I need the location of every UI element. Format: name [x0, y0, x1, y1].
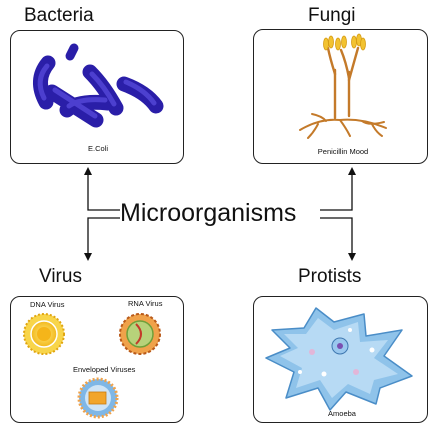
heading-virus: Virus: [39, 266, 82, 287]
caption-penicillin: Penicillin Mood: [317, 147, 369, 156]
amoeba-illustration: [265, 307, 413, 411]
rna-virus-illustration: [119, 313, 161, 355]
heading-bacteria: Bacteria: [24, 5, 94, 26]
label-enveloped-viruses: Enveloped Viruses: [73, 365, 136, 374]
diagram-title: Microorganisms: [120, 199, 297, 227]
label-dna-virus: DNA Virus: [30, 300, 65, 309]
connector-arrows: [84, 167, 356, 261]
penicillium-illustration: [299, 33, 387, 139]
label-rna-virus: RNA Virus: [128, 299, 163, 308]
arrow-to-fungi: [320, 167, 356, 211]
heading-protists: Protists: [298, 266, 362, 287]
caption-ecoli: E.Coli: [87, 144, 108, 153]
enveloped-virus-illustration: [77, 377, 119, 419]
dna-virus-illustration: [23, 313, 65, 355]
heading-fungi: Fungi: [308, 5, 356, 26]
ecoli-illustration: [33, 43, 164, 128]
arrow-to-bacteria: [84, 167, 120, 211]
arrow-to-protists: [320, 217, 356, 261]
arrow-to-virus: [84, 217, 120, 261]
caption-amoeba: Amoeba: [328, 409, 356, 418]
